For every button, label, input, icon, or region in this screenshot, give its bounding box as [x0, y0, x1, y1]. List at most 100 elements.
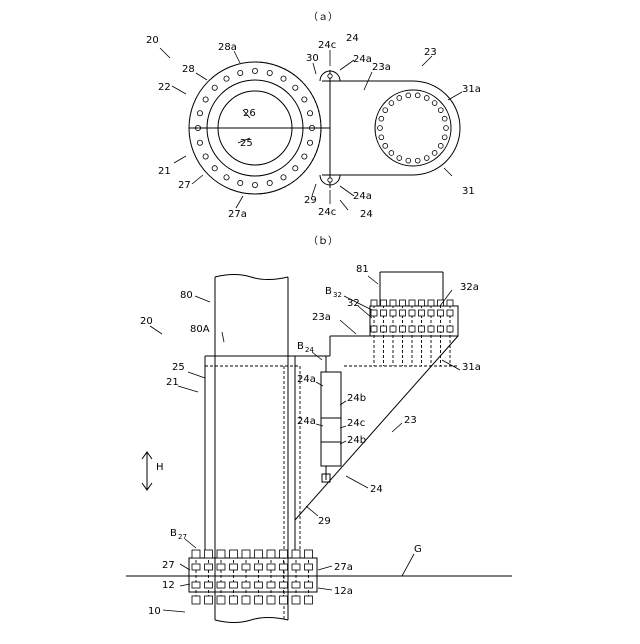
top-lug-pin: [328, 74, 332, 78]
label-H: H: [156, 462, 164, 473]
bolt-nut: [305, 564, 313, 570]
label-28a-a: 28a: [218, 42, 237, 53]
label-24-b: 24: [370, 484, 383, 495]
bolt-nut: [400, 310, 406, 316]
bolt-head: [192, 550, 200, 558]
bolt-head: [217, 596, 225, 604]
bolt-nut: [292, 564, 300, 570]
label-23-b: 23: [404, 415, 417, 426]
bolt-hole: [267, 180, 272, 185]
bolt-hole: [252, 68, 257, 73]
label-27a-b: 27a: [334, 562, 353, 573]
bolt-head: [280, 550, 288, 558]
label-27-b: 27: [162, 560, 175, 571]
panel-b-label: （ｂ）: [308, 235, 338, 247]
bolt-nut: [400, 326, 406, 332]
bolt-hole: [389, 101, 394, 106]
bolt-hole: [212, 166, 217, 171]
bolt-nut: [217, 582, 225, 588]
bolt-head: [205, 596, 213, 604]
label-23a-a: 23a: [372, 62, 391, 73]
bolt-hole: [389, 151, 394, 156]
bolt-hole: [307, 111, 312, 116]
label-G: G: [414, 544, 422, 555]
bolt-head: [305, 596, 313, 604]
bolt-nut: [192, 582, 200, 588]
label-B27-sub: 27: [178, 533, 187, 541]
bolt-hole: [406, 158, 411, 163]
label-24a-b1: 24a: [297, 374, 316, 385]
bolt-nut: [230, 564, 238, 570]
bolt-head: [305, 550, 313, 558]
bolt-hole: [302, 154, 307, 159]
top-view-bracket: [189, 62, 460, 194]
upper-flange-bolts: [371, 300, 453, 366]
label-12a-b: 12a: [334, 586, 353, 597]
bolt-hole: [379, 116, 384, 121]
column-bottom-break: [215, 618, 288, 623]
bolt-nut: [428, 326, 434, 332]
label-20-a: 20: [146, 35, 159, 46]
bolt-hole: [415, 158, 420, 163]
bolt-nut: [292, 582, 300, 588]
bolt-hole: [224, 76, 229, 81]
bolt-head: [409, 300, 415, 306]
label-30-a: 30: [306, 53, 319, 64]
label-21-b: 21: [166, 377, 179, 388]
label-24c-top: 24c: [318, 40, 336, 51]
bolt-head: [205, 550, 213, 558]
bolt-head: [292, 550, 300, 558]
bolt-nut: [280, 564, 288, 570]
label-B24-sub: 24: [305, 346, 314, 354]
bolt-hole: [238, 70, 243, 75]
bolt-hole: [397, 96, 402, 101]
bolt-nut: [390, 310, 396, 316]
bolt-hole: [203, 97, 208, 102]
arm-flange-bolt-holes: [378, 93, 449, 163]
bolt-nut: [267, 582, 275, 588]
bolt-nut: [447, 326, 453, 332]
label-24-top: 24: [346, 33, 359, 44]
bolt-head: [428, 300, 434, 306]
bolt-hole: [415, 93, 420, 98]
label-27-a: 27: [178, 180, 191, 191]
bolt-hole: [406, 93, 411, 98]
label-10-b: 10: [148, 606, 161, 617]
bolt-hole: [197, 140, 202, 145]
bolt-head: [447, 300, 453, 306]
label-28-a: 28: [182, 64, 195, 75]
bolt-hole: [224, 175, 229, 180]
bolt-head: [400, 300, 406, 306]
label-81-b: 81: [356, 264, 369, 275]
bolt-hole: [293, 166, 298, 171]
bolt-head: [230, 596, 238, 604]
label-24c-b: 24c: [347, 418, 365, 429]
bolt-hole: [302, 97, 307, 102]
bolt-head: [217, 550, 225, 558]
panel-a-label: （ａ）: [308, 11, 338, 23]
bolt-hole: [267, 70, 272, 75]
bolt-nut: [192, 564, 200, 570]
label-B32-sub: 32: [333, 291, 342, 299]
bolt-head: [192, 596, 200, 604]
bolt-hole: [378, 126, 383, 131]
label-23-a: 23: [424, 47, 437, 58]
bolt-head: [371, 300, 377, 306]
bolt-hole: [432, 101, 437, 106]
bolt-nut: [242, 582, 250, 588]
bolt-nut: [230, 582, 238, 588]
label-24c-bottom: 24c: [318, 207, 336, 218]
label-27a-a: 27a: [228, 209, 247, 220]
bolt-nut: [242, 564, 250, 570]
bolt-nut: [447, 310, 453, 316]
bolt-head: [419, 300, 425, 306]
bolt-nut: [267, 564, 275, 570]
label-B32-main: B: [325, 286, 332, 297]
bolt-nut: [381, 310, 387, 316]
bolt-hole: [432, 151, 437, 156]
damper-body: [321, 372, 341, 466]
bolt-nut: [371, 326, 377, 332]
bolt-head: [390, 300, 396, 306]
label-31a-b: 31a: [462, 362, 481, 373]
